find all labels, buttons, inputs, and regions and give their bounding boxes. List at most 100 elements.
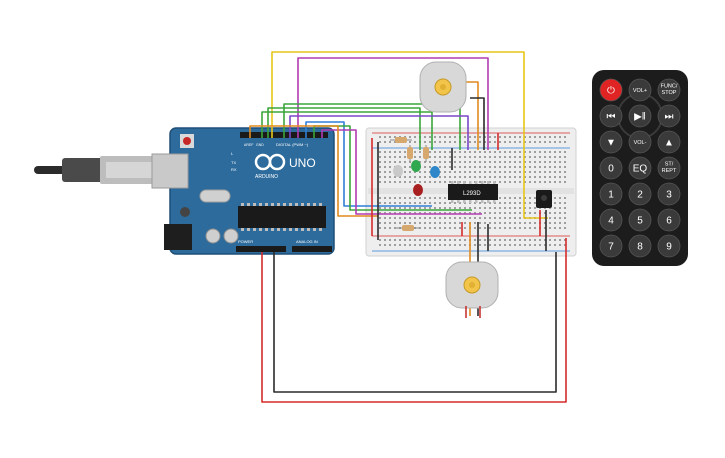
breadboard-hole (494, 239, 496, 241)
remote-button-st-rept-cap[interactable] (657, 156, 681, 180)
remote-button-num-5-cap[interactable] (628, 208, 652, 232)
remote-button-num-3[interactable]: 3 (657, 182, 681, 206)
remote-button-play-pause-cap[interactable] (628, 104, 652, 128)
breadboard-hole (534, 136, 536, 138)
remote-button-down-cap[interactable] (599, 130, 623, 154)
remote-button-down[interactable]: ▼ (599, 130, 623, 154)
breadboard-hole (509, 171, 511, 173)
breadboard-hole (479, 161, 481, 163)
breadboard-hole (474, 156, 476, 158)
breadboard-hole (564, 171, 566, 173)
remote-button-prev[interactable]: ⏮ (599, 104, 623, 128)
breadboard-hole (539, 156, 541, 158)
breadboard-hole (469, 136, 471, 138)
remote-button-power-cap[interactable] (599, 78, 623, 102)
remote-button-num-6-cap[interactable] (657, 208, 681, 232)
breadboard-hole (524, 136, 526, 138)
remote-button-num-7-cap[interactable] (599, 234, 623, 258)
breadboard-hole (499, 171, 501, 173)
remote-button-num-8-cap[interactable] (628, 234, 652, 258)
breadboard-hole (419, 197, 421, 199)
remote-button-num-3-cap[interactable] (657, 182, 681, 206)
breadboard-hole (499, 136, 501, 138)
breadboard-hole (559, 136, 561, 138)
breadboard-hole (504, 141, 506, 143)
remote-button-func-stop-cap[interactable] (657, 78, 681, 102)
driver-ic-pin (493, 200, 496, 203)
remote-button-num-6[interactable]: 6 (657, 208, 681, 232)
remote-button-num-8[interactable]: 8 (628, 234, 652, 258)
remote-button-st-rept[interactable]: ST/REPT (657, 156, 681, 180)
remote-button-num-9-cap[interactable] (657, 234, 681, 258)
chip-pins-bottom (241, 228, 322, 231)
remote-button-vol-down-cap[interactable] (628, 130, 652, 154)
remote-button-num-9[interactable]: 9 (657, 234, 681, 258)
resistor-1 (390, 137, 412, 143)
remote-button-eq-cap[interactable] (628, 156, 652, 180)
remote-button-up[interactable]: ▲ (657, 130, 681, 154)
breadboard-hole (564, 166, 566, 168)
remote-button-vol-up[interactable]: VOL+ (628, 78, 652, 102)
breadboard-hole (549, 212, 551, 214)
remote-button-func-stop[interactable]: FUNC/STOP (657, 78, 681, 102)
breadboard-hole (479, 227, 481, 229)
remote-button-num-1[interactable]: 1 (599, 182, 623, 206)
breadboard-hole (414, 197, 416, 199)
breadboard-hole (484, 244, 486, 246)
remote-button-vol-up-label: VOL+ (633, 88, 647, 94)
remote-button-eq[interactable]: EQ (628, 156, 652, 180)
breadboard-hole (389, 161, 391, 163)
breadboard-hole (429, 166, 431, 168)
remote-button-up-cap[interactable] (657, 130, 681, 154)
breadboard-hole (409, 171, 411, 173)
breadboard-hole (549, 136, 551, 138)
remote-button-next[interactable]: ⏭ (657, 104, 681, 128)
breadboard-hole (429, 244, 431, 246)
remote-button-num-0-cap[interactable] (599, 156, 623, 180)
breadboard-hole (509, 181, 511, 183)
breadboard-hole (549, 217, 551, 219)
breadboard-hole (409, 136, 411, 138)
reset-button-cap[interactable] (183, 137, 191, 145)
remote-button-num-5[interactable]: 5 (628, 208, 652, 232)
breadboard-hole (529, 202, 531, 204)
breadboard-hole (529, 207, 531, 209)
breadboard-hole (529, 239, 531, 241)
breadboard-hole (409, 217, 411, 219)
motor-bottom-shaft (469, 282, 475, 288)
breadboard-hole (389, 171, 391, 173)
breadboard-hole (379, 217, 381, 219)
breadboard-hole (469, 217, 471, 219)
breadboard-hole (389, 136, 391, 138)
remote-button-num-2[interactable]: 2 (628, 182, 652, 206)
remote-button-num-4-cap[interactable] (599, 208, 623, 232)
remote-button-next-cap[interactable] (657, 104, 681, 128)
remote-button-prev-cap[interactable] (599, 104, 623, 128)
remote-button-num-7-label: 7 (608, 242, 614, 253)
breadboard-hole (554, 197, 556, 199)
breadboard-hole (554, 239, 556, 241)
remote-button-vol-down[interactable]: VOL- (628, 130, 652, 154)
breadboard-hole (509, 212, 511, 214)
remote-button-num-4[interactable]: 4 (599, 208, 623, 232)
breadboard-hole (534, 212, 536, 214)
breadboard-hole (554, 227, 556, 229)
remote-button-num-0[interactable]: 0 (599, 156, 623, 180)
remote-button-vol-up-cap[interactable] (628, 78, 652, 102)
breadboard-hole (484, 166, 486, 168)
breadboard-hole (534, 197, 536, 199)
breadboard-hole (484, 141, 486, 143)
breadboard-hole (469, 161, 471, 163)
breadboard-hole (384, 176, 386, 178)
breadboard-hole (554, 181, 556, 183)
remote-button-num-7[interactable]: 7 (599, 234, 623, 258)
remote-button-power[interactable]: ⏻ (599, 78, 623, 102)
breadboard-hole (514, 239, 516, 241)
breadboard-hole (394, 161, 396, 163)
breadboard-hole (454, 217, 456, 219)
remote-button-play-pause[interactable]: ▶‖ (628, 104, 652, 128)
resistors (390, 137, 429, 231)
remote-button-num-1-cap[interactable] (599, 182, 623, 206)
remote-button-num-2-cap[interactable] (628, 182, 652, 206)
